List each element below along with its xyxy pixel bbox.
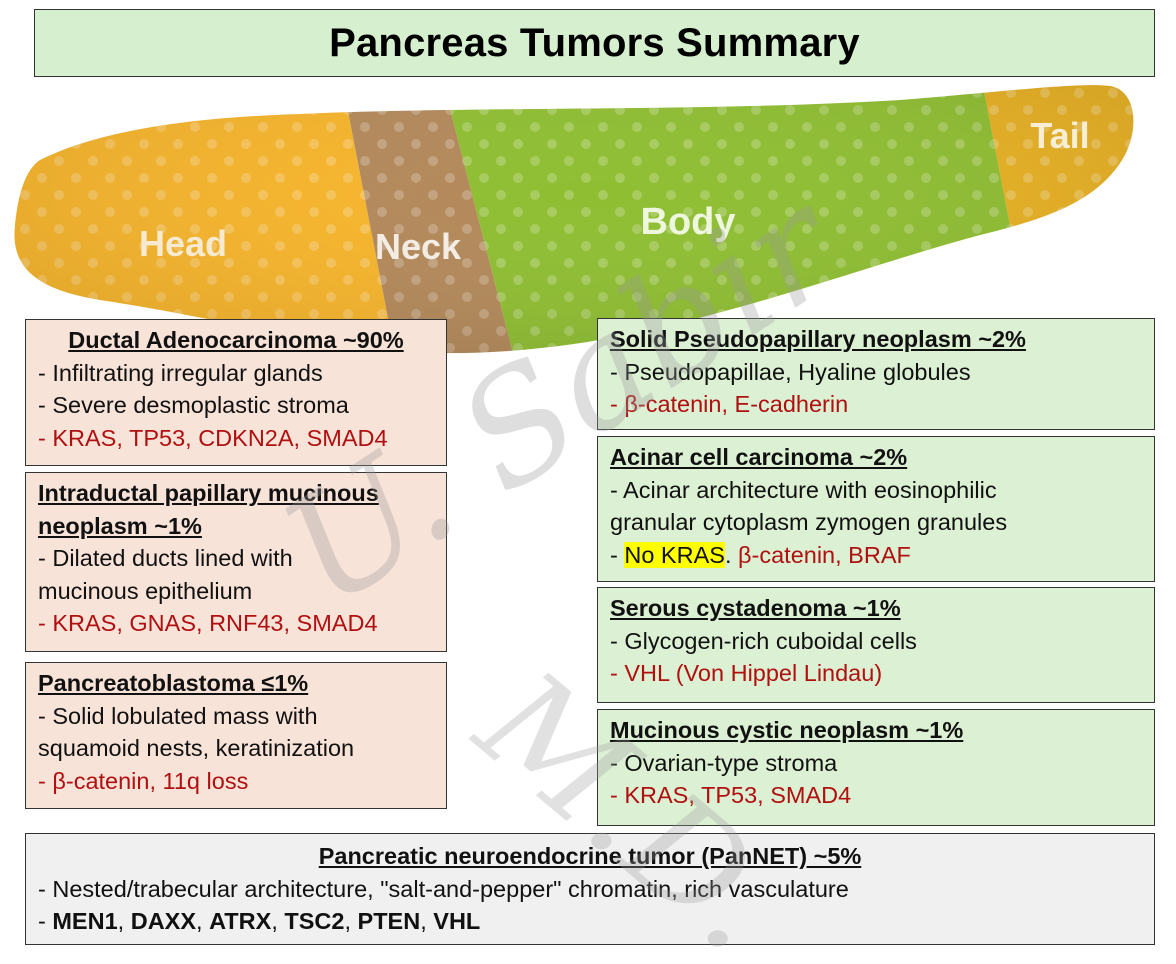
ductal-genes: - KRAS, TP53, CDKN2A, SMAD4 — [38, 424, 388, 451]
tail-label: Tail — [1030, 115, 1089, 156]
ipmn-title-line-1: Intraductal papillary mucinous — [38, 480, 379, 506]
serous-title: Serous cystadenoma ~1% — [610, 595, 901, 621]
ductal-title: Ductal Adenocarcinoma ~90% — [68, 327, 404, 353]
acinar-genes-line: - No KRAS. β-catenin, BRAF — [610, 539, 1142, 572]
ductal-adenocarcinoma-card: Ductal Adenocarcinoma ~90% - Infiltratin… — [25, 319, 447, 466]
pancreatoblastoma-feature-1: - Solid lobulated mass with — [38, 702, 318, 729]
ductal-feature-1: - Infiltrating irregular glands — [38, 359, 323, 386]
serous-genes: - VHL (Von Hippel Lindau) — [610, 660, 883, 686]
title-banner: Pancreas Tumors Summary — [34, 9, 1155, 77]
pannet-feature-1: - Nested/trabecular architecture, "salt-… — [38, 875, 849, 902]
pannet-genes-line: - MEN1, DAXX, ATRX, TSC2, PTEN, VHL — [38, 905, 1142, 938]
acinar-cell-card: Acinar cell carcinoma ~2% - Acinar archi… — [597, 436, 1155, 582]
gene-sep-3: , — [271, 908, 285, 934]
gene-vhl: VHL — [433, 908, 481, 934]
pannet-card: Pancreatic neuroendocrine tumor (PanNET)… — [25, 833, 1155, 945]
head-label: Head — [139, 223, 227, 264]
gene-sep-1: , — [117, 908, 131, 934]
acinar-feature-1: - Acinar architecture with eosinophilic — [610, 476, 997, 503]
mucinous-feature-1: - Ovarian-type stroma — [610, 749, 838, 776]
gene-sep-4: , — [344, 908, 358, 934]
ipmn-genes: - KRAS, GNAS, RNF43, SMAD4 — [38, 610, 378, 636]
serous-cystadenoma-card: Serous cystadenoma ~1% - Glycogen-rich c… — [597, 587, 1155, 703]
mucinous-cystic-card: Mucinous cystic neoplasm ~1% - Ovarian-t… — [597, 709, 1155, 826]
spn-card: Solid Pseudopapillary neoplasm ~2% - Pse… — [597, 318, 1155, 430]
acinar-period: . — [724, 541, 738, 568]
spn-genes: - β-catenin, E-cadherin — [610, 391, 849, 417]
spn-title: Solid Pseudopapillary neoplasm ~2% — [610, 326, 1026, 352]
body-label: Body — [641, 201, 736, 243]
ipmn-feature-1: - Dilated ducts lined with — [38, 545, 293, 571]
acinar-feature-2: granular cytoplasm zymogen granules — [610, 509, 1008, 535]
ipmn-feature-2: mucinous epithelium — [38, 577, 253, 604]
page-title: Pancreas Tumors Summary — [329, 20, 860, 65]
acinar-genes: β-catenin, BRAF — [738, 541, 911, 568]
no-kras-highlight: No KRAS — [624, 541, 725, 568]
acinar-title: Acinar cell carcinoma ~2% — [610, 444, 908, 470]
pannet-dash: - — [38, 908, 53, 934]
gene-daxx: DAXX — [130, 908, 197, 934]
pancreatoblastoma-genes: - β-catenin, 11q loss — [38, 767, 249, 794]
gene-sep-2: , — [196, 908, 210, 934]
gene-tsc2: TSC2 — [284, 908, 345, 934]
ipmn-title-line-2: neoplasm ~1% — [38, 512, 202, 539]
serous-feature-1: - Glycogen-rich cuboidal cells — [610, 627, 917, 654]
acinar-dash: - — [610, 541, 625, 568]
gene-pten: PTEN — [357, 908, 421, 934]
ipmn-card: Intraductal papillary mucinous neoplasm … — [25, 472, 447, 652]
mucinous-genes: - KRAS, TP53, SMAD4 — [610, 782, 852, 808]
gene-sep-5: , — [420, 908, 434, 934]
gene-atrx: ATRX — [209, 908, 272, 934]
pancreatoblastoma-card: Pancreatoblastoma ≤1% - Solid lobulated … — [25, 662, 447, 809]
pancreatoblastoma-title: Pancreatoblastoma ≤1% — [38, 670, 309, 696]
gene-men1: MEN1 — [52, 908, 118, 934]
spn-feature-1: - Pseudopapillae, Hyaline globules — [610, 358, 971, 385]
neck-label: Neck — [375, 226, 462, 267]
pancreas-illustration: Head Neck Body Tail — [14, 85, 1134, 354]
ductal-feature-2: - Severe desmoplastic stroma — [38, 392, 349, 418]
mucinous-title: Mucinous cystic neoplasm ~1% — [610, 717, 964, 743]
pannet-title: Pancreatic neuroendocrine tumor (PanNET)… — [318, 843, 862, 869]
pancreatoblastoma-feature-2: squamoid nests, keratinization — [38, 735, 355, 761]
